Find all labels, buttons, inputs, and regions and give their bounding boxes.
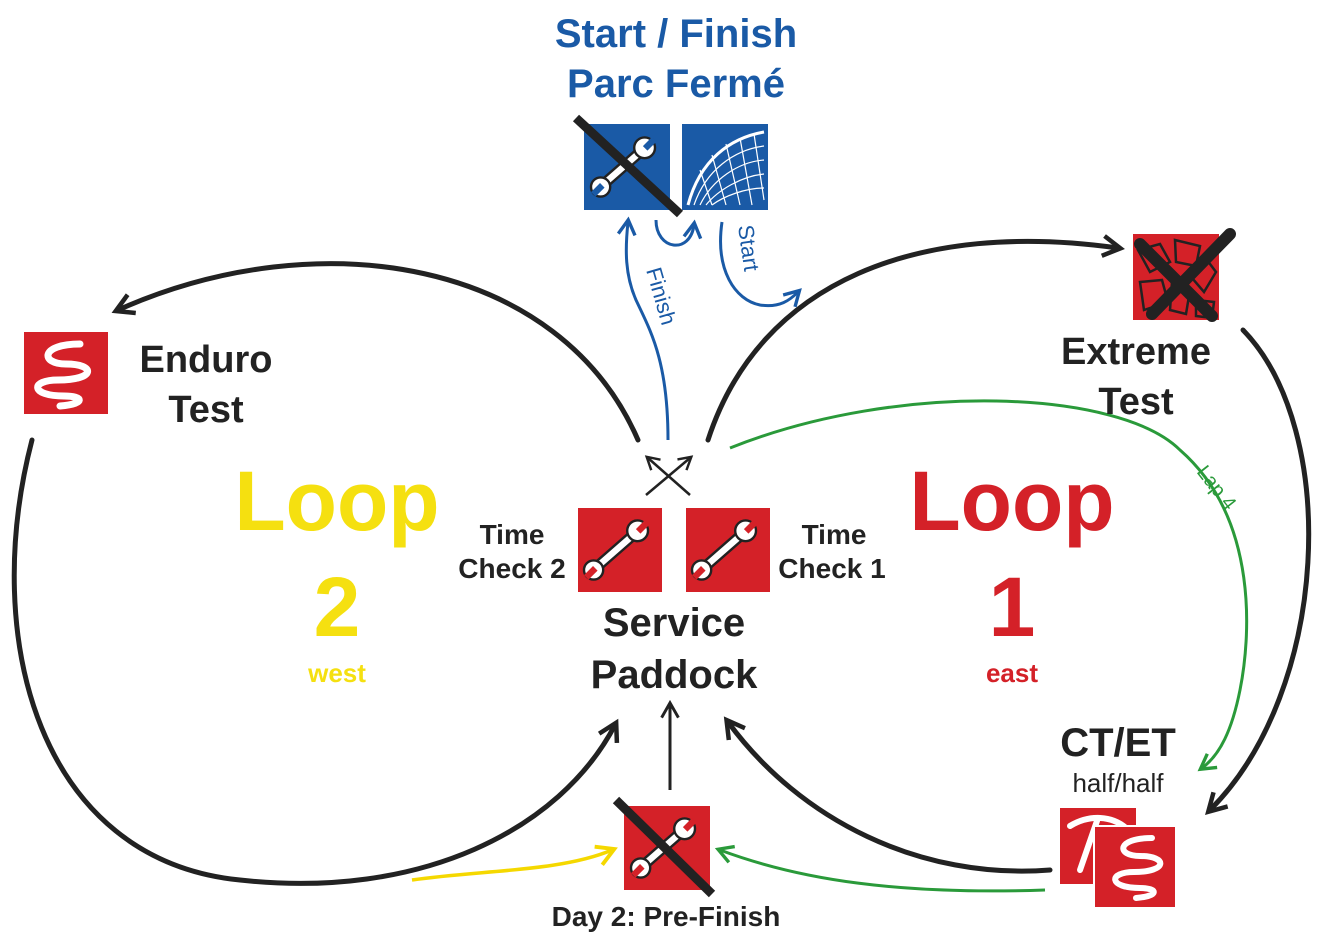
parc-ferme-service-tile: [572, 114, 684, 218]
ctet-tile: [1060, 808, 1177, 909]
cross-out-icon: [572, 114, 684, 218]
cross-out-icon: [612, 796, 716, 898]
start-finish-routes: [616, 216, 802, 441]
enduro-label-line2: Test: [168, 389, 244, 431]
loop1-direction: east: [986, 658, 1038, 688]
lap4-label: Lap 4: [1192, 462, 1240, 515]
start-label: Start: [733, 223, 764, 272]
loop1-right-arc: [1205, 327, 1312, 815]
prefinish-tile: [612, 796, 716, 898]
ctet-title: CT/ET: [1060, 721, 1176, 765]
loop2-lower-arc: [11, 437, 620, 886]
lap4-route: [729, 399, 1249, 772]
extreme-label-line1: Extreme: [1061, 331, 1211, 373]
loop2-number: 2: [314, 560, 361, 654]
parc-ferme-title: Parc Fermé: [567, 62, 785, 106]
loop2-to-prefinish-route: [411, 844, 618, 882]
enduro-test-tile: [24, 332, 108, 414]
service-label-line2: Paddock: [591, 653, 758, 697]
loop1-upper-arc: [705, 234, 1125, 443]
prefinish-label: Day 2: Pre-Finish: [552, 901, 781, 932]
loop1-number: 1: [989, 560, 1036, 654]
start-finish-title: Start / Finish: [555, 12, 797, 56]
loop1-word: Loop: [909, 454, 1114, 548]
enduro-label-line1: Enduro: [140, 339, 273, 381]
ctet-to-prefinish-route: [714, 844, 1046, 893]
finish-label: Finish: [641, 264, 681, 327]
finish-route: [616, 216, 670, 441]
service-label-line1: Service: [603, 601, 745, 645]
finish-net-tile: [682, 124, 768, 210]
time-check-2-tile: [578, 508, 662, 592]
extreme-test-tile: [1133, 228, 1236, 322]
time-check-1-line2: Check 1: [778, 553, 885, 584]
enduro-squiggle-icon: [34, 340, 91, 410]
loop2-upper-arc: [111, 261, 641, 443]
loop1-lower-arc: [723, 716, 1053, 874]
loop-routes: [11, 234, 1312, 886]
time-check-1-tile: [686, 508, 770, 592]
enduro-squiggle-icon: [1112, 835, 1164, 901]
time-check-2-line2: Check 2: [458, 553, 565, 584]
extreme-label-line2: Test: [1098, 381, 1174, 423]
cross-out-icon: [1134, 228, 1236, 322]
time-check-1-line1: Time: [802, 519, 867, 550]
start-route: [719, 221, 802, 308]
loop2-direction: west: [307, 658, 366, 688]
time-check-2-line1: Time: [480, 519, 545, 550]
crossing-arrows: [644, 455, 694, 496]
parc-ferme-transfer: [654, 219, 703, 247]
finish-net-icon: [686, 130, 765, 206]
loop2-word: Loop: [234, 454, 439, 548]
ctet-subtitle: half/half: [1072, 768, 1164, 798]
